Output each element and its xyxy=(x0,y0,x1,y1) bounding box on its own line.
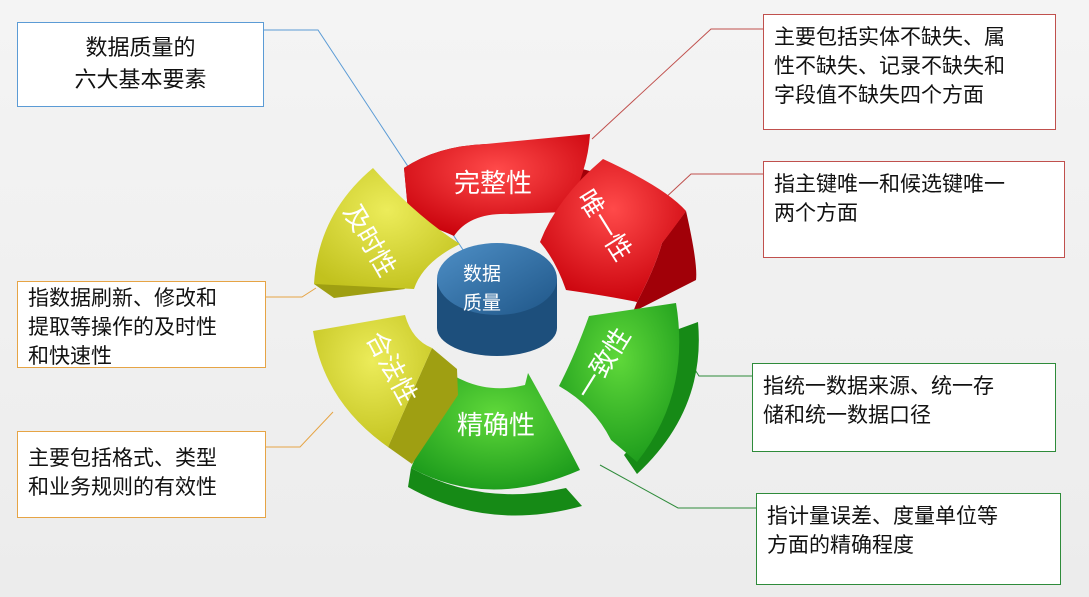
note-timeliness-line3: 和快速性 xyxy=(28,344,112,368)
segment-completeness-face xyxy=(404,134,590,236)
note-validity-line2: 和业务规则的有效性 xyxy=(28,475,217,499)
note-uniqueness-line1: 指主键唯一和候选键唯一 xyxy=(774,172,1005,196)
segment-completeness: 完整性 xyxy=(404,134,590,236)
note-precision-line2: 方面的精确程度 xyxy=(767,533,914,557)
note-validity-line1: 主要包括格式、类型 xyxy=(28,446,217,470)
note-uniqueness: 指主键唯一和候选键唯一 两个方面 xyxy=(763,161,1065,258)
connector-lines xyxy=(264,28,763,509)
connector-completeness xyxy=(591,28,763,140)
connector-uniqueness xyxy=(647,173,763,215)
note-timeliness-line1: 指数据刷新、修改和 xyxy=(28,286,217,310)
segment-validity-label: 合法性 xyxy=(360,327,423,410)
segment-validity-label-text: 合法性 xyxy=(360,327,423,410)
center-cylinder-side xyxy=(437,279,557,356)
note-precision-line1: 指计量误差、度量单位等 xyxy=(767,504,998,528)
note-timeliness: 指数据刷新、修改和 提取等操作的及时性 和快速性 xyxy=(17,281,266,368)
segment-consistency: 一致性 xyxy=(559,303,699,474)
note-validity: 主要包括格式、类型 和业务规则的有效性 xyxy=(17,431,266,518)
segment-timeliness-side xyxy=(314,276,405,298)
segment-uniqueness-label-text: 唯一性 xyxy=(570,185,637,267)
segment-precision: 精确性 xyxy=(408,373,582,516)
center-cylinder-top xyxy=(437,243,557,315)
note-timeliness-line2: 提取等操作的及时性 xyxy=(28,315,217,339)
center-label-line1: 数据 xyxy=(463,263,501,285)
segment-uniqueness-side xyxy=(633,211,697,312)
title-line2: 六大基本要素 xyxy=(74,68,207,93)
segment-timeliness: 及时性 xyxy=(314,168,460,298)
segment-completeness-side xyxy=(404,144,590,221)
segment-precision-side xyxy=(408,468,582,516)
note-consistency-line2: 储和统一数据口径 xyxy=(763,403,931,427)
segment-consistency-label: 一致性 xyxy=(571,323,638,405)
segment-validity: 合法性 xyxy=(313,315,458,464)
note-uniqueness-line2: 两个方面 xyxy=(774,201,858,225)
segment-consistency-face xyxy=(559,303,680,462)
center-cylinder: 数据 质量 xyxy=(437,243,557,356)
connector-timeliness xyxy=(266,287,317,298)
segment-consistency-side xyxy=(624,322,699,474)
note-completeness-line2: 性不缺失、记录不缺失和 xyxy=(774,54,1005,78)
segment-completeness-label: 完整性 xyxy=(454,169,532,199)
segment-uniqueness-face xyxy=(540,159,686,302)
title-line1: 数据质量的 xyxy=(85,36,196,61)
connector-title xyxy=(264,29,476,269)
segment-precision-face xyxy=(411,373,580,490)
segment-timeliness-face xyxy=(314,168,460,289)
connector-validity xyxy=(266,411,334,448)
note-completeness-line3: 字段值不缺失四个方面 xyxy=(774,83,984,107)
title-box: 数据质量的 六大基本要素 xyxy=(17,22,264,107)
note-completeness: 主要包括实体不缺失、属 性不缺失、记录不缺失和 字段值不缺失四个方面 xyxy=(763,14,1056,130)
note-consistency: 指统一数据来源、统一存 储和统一数据口径 xyxy=(752,363,1056,452)
segment-timeliness-label-text: 及时性 xyxy=(336,200,401,283)
note-consistency-line1: 指统一数据来源、统一存 xyxy=(763,374,994,398)
segment-timeliness-label: 及时性 xyxy=(336,200,401,283)
segment-precision-label: 精确性 xyxy=(457,411,535,441)
segment-consistency-label-text: 一致性 xyxy=(571,323,638,405)
note-completeness-line1: 主要包括实体不缺失、属 xyxy=(774,25,1005,49)
segment-uniqueness: 唯一性 xyxy=(540,159,697,312)
segment-validity-face xyxy=(313,315,432,447)
segment-validity-side xyxy=(388,348,458,464)
connector-precision xyxy=(599,464,756,509)
note-precision: 指计量误差、度量单位等 方面的精确程度 xyxy=(756,493,1061,585)
connector-consistency xyxy=(689,361,752,377)
segment-uniqueness-label: 唯一性 xyxy=(570,185,637,267)
center-label-line2: 质量 xyxy=(463,292,501,314)
